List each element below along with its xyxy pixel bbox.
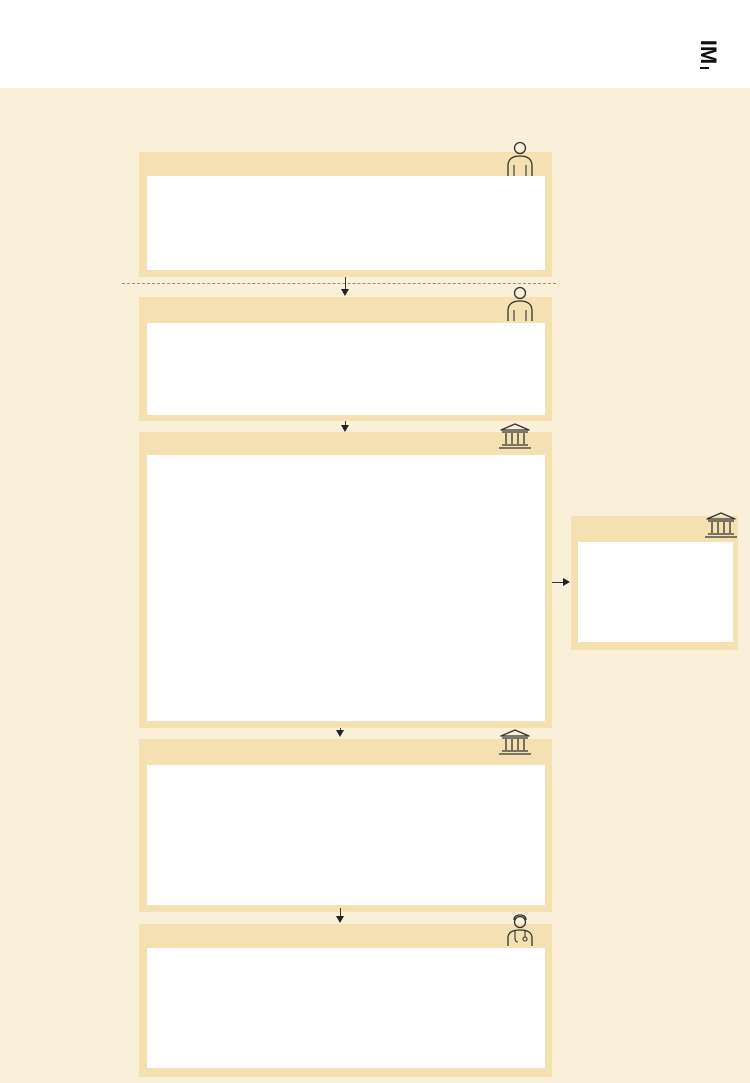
- side-step-panel: [578, 542, 733, 642]
- step-3-panel: [147, 455, 545, 721]
- step-1-panel: [147, 176, 545, 270]
- step-2-panel: [147, 323, 545, 415]
- arrow-step2-to-step3: [341, 421, 349, 432]
- person-icon: [507, 286, 533, 321]
- flow-step-2: [139, 286, 552, 421]
- institution-icon: [705, 512, 737, 538]
- step-4-panel: [147, 765, 545, 905]
- arrow-step4-to-step5: [336, 908, 344, 923]
- step-5-panel: [147, 948, 545, 1068]
- arrow-step1-to-step2: [341, 277, 349, 296]
- arrow-step3-to-step4: [336, 728, 344, 737]
- person-icon: [507, 141, 533, 176]
- institution-icon: [499, 729, 531, 755]
- header-bar: IM: [0, 0, 750, 88]
- flow-step-4: [139, 729, 552, 912]
- im-logo: IM: [696, 39, 721, 65]
- separator-line: [122, 283, 556, 284]
- institution-icon: [499, 423, 531, 449]
- arrow-step3-to-side: [552, 578, 570, 586]
- doctor-icon: [507, 914, 533, 946]
- flow-step-3: [139, 423, 552, 728]
- flow-step-1: [139, 141, 552, 277]
- logo-underscore: [700, 67, 709, 69]
- flow-side-step: [571, 512, 738, 650]
- flow-step-5: [139, 914, 552, 1077]
